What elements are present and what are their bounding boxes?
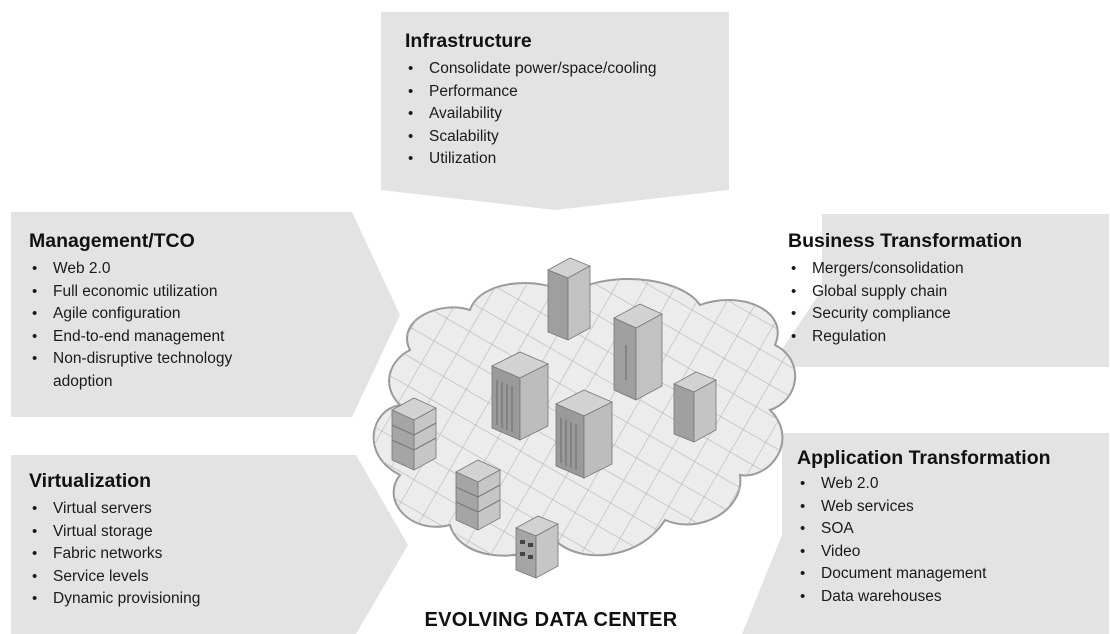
list-item: Utilization	[405, 148, 656, 171]
small-server-icon	[673, 371, 717, 443]
list-item: End-to-end management	[29, 326, 293, 349]
management-title: Management/TCO	[29, 230, 195, 252]
storage-array-icon	[455, 459, 501, 531]
list-item: Fabric networks	[29, 543, 200, 566]
business-title: Business Transformation	[788, 230, 1023, 252]
virtualization-panel: Virtualization Virtual servers Virtual s…	[29, 470, 200, 611]
application-panel: Application Transformation Web 2.0 Web s…	[797, 447, 1051, 608]
list-item: Full economic utilization	[29, 281, 293, 304]
tower-server-icon	[613, 303, 663, 401]
list-item: Agile configuration	[29, 303, 293, 326]
list-item: Global supply chain	[788, 281, 1022, 304]
network-device-icon	[515, 515, 559, 579]
list-item: Service levels	[29, 566, 200, 589]
blade-server-icon	[555, 389, 613, 479]
application-title: Application Transformation	[797, 447, 1051, 469]
list-item: Dynamic provisioning	[29, 588, 200, 611]
list-item: Non-disruptive technology adoption	[29, 348, 293, 393]
list-item: Regulation	[788, 326, 1022, 349]
virtualization-title: Virtualization	[29, 470, 152, 492]
center-caption: EVOLVING DATA CENTER	[424, 609, 678, 631]
list-item: Consolidate power/space/cooling	[405, 58, 656, 81]
infrastructure-list: Consolidate power/space/cooling Performa…	[405, 58, 656, 171]
application-list: Web 2.0 Web services SOA Video Document …	[797, 473, 1051, 608]
storage-array-icon	[391, 397, 437, 471]
tower-server-icon	[547, 257, 591, 341]
list-item: Performance	[405, 81, 656, 104]
virtualization-list: Virtual servers Virtual storage Fabric n…	[29, 498, 200, 611]
infrastructure-title: Infrastructure	[405, 30, 532, 52]
management-panel: Management/TCO Web 2.0 Full economic uti…	[29, 230, 293, 393]
list-item: SOA	[797, 518, 1051, 541]
business-list: Mergers/consolidation Global supply chai…	[788, 258, 1022, 348]
list-item: Web 2.0	[29, 258, 293, 281]
list-item: Mergers/consolidation	[788, 258, 1022, 281]
list-item: Web 2.0	[797, 473, 1051, 496]
blade-server-icon	[491, 351, 549, 441]
list-item: Virtual servers	[29, 498, 200, 521]
business-panel: Business Transformation Mergers/consolid…	[788, 230, 1022, 348]
list-item: Availability	[405, 103, 656, 126]
list-item: Document management	[797, 563, 1051, 586]
list-item: Security compliance	[788, 303, 1022, 326]
list-item: Virtual storage	[29, 521, 200, 544]
management-list: Web 2.0 Full economic utilization Agile …	[29, 258, 293, 393]
list-item: Data warehouses	[797, 586, 1051, 609]
infrastructure-panel: Infrastructure Consolidate power/space/c…	[405, 30, 656, 171]
list-item: Scalability	[405, 126, 656, 149]
list-item: Web services	[797, 496, 1051, 519]
list-item: Video	[797, 541, 1051, 564]
